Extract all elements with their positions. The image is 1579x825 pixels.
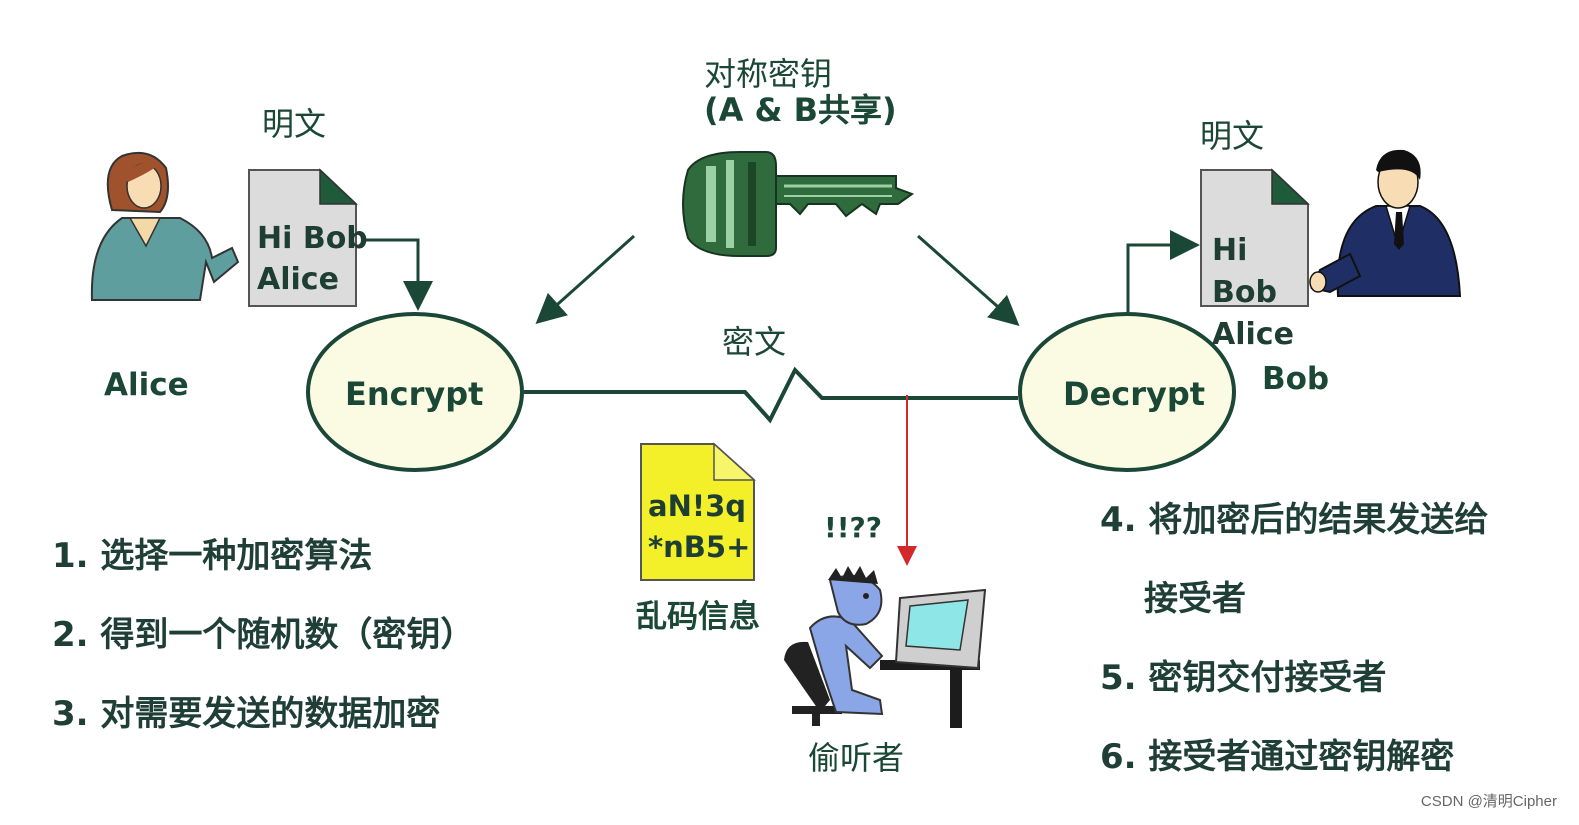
key-icon — [682, 151, 915, 257]
eavesdropper-figure — [784, 566, 987, 728]
alice-figure — [90, 152, 240, 301]
bob-name: Bob — [1262, 361, 1330, 397]
step-item: 接受者 — [1144, 579, 1246, 619]
arrow-key-to-decrypt — [917, 234, 1020, 326]
right-doc-line: Alice — [1212, 317, 1294, 352]
encrypt-label: Encrypt — [345, 375, 484, 413]
eavesdropper-label: 偷听者 — [808, 739, 905, 777]
right-doc-line: Bob — [1212, 275, 1277, 310]
key-subtitle: (A & B共享) — [704, 91, 897, 129]
plaintext-label-left: 明文 — [262, 105, 327, 143]
ciphertext-label: 密文 — [722, 323, 787, 361]
garbled-document — [640, 442, 756, 581]
garbled-info-label: 乱码信息 — [636, 599, 760, 635]
alice-name: Alice — [104, 367, 189, 403]
step-item: 2. 得到一个随机数（密钥） — [52, 615, 475, 655]
eavesdropper-exclaim: !!?? — [824, 511, 883, 544]
key-title: 对称密钥 — [704, 55, 833, 93]
encrypt-node — [306, 312, 524, 472]
garbled-line: aN!3q — [648, 489, 747, 523]
arrow-doc-to-encrypt — [365, 238, 433, 311]
step-item: 1. 选择一种加密算法 — [52, 536, 373, 576]
bob-figure — [1309, 149, 1462, 297]
arrow-decrypt-to-doc — [1126, 230, 1200, 312]
step-item: 4. 将加密后的结果发送给 — [1100, 500, 1489, 540]
decrypt-node — [1018, 312, 1236, 472]
arrow-key-to-encrypt — [535, 234, 635, 324]
step-item: 3. 对需要发送的数据加密 — [52, 694, 441, 734]
ciphertext-channel — [524, 366, 1018, 424]
garbled-line: *nB5+ — [648, 530, 751, 564]
right-doc-line: Hi — [1212, 233, 1248, 268]
watermark: CSDN @清明Cipher — [1420, 793, 1557, 810]
plaintext-document-left — [248, 168, 358, 307]
step-item: 5. 密钥交付接受者 — [1100, 658, 1387, 698]
left-doc-line: Hi Bob — [257, 221, 368, 256]
plaintext-label-right: 明文 — [1200, 117, 1265, 155]
decrypt-label: Decrypt — [1063, 375, 1206, 413]
left-doc-line: Alice — [257, 262, 339, 297]
step-item: 6. 接受者通过密钥解密 — [1100, 737, 1455, 777]
plaintext-document-right — [1200, 168, 1310, 307]
